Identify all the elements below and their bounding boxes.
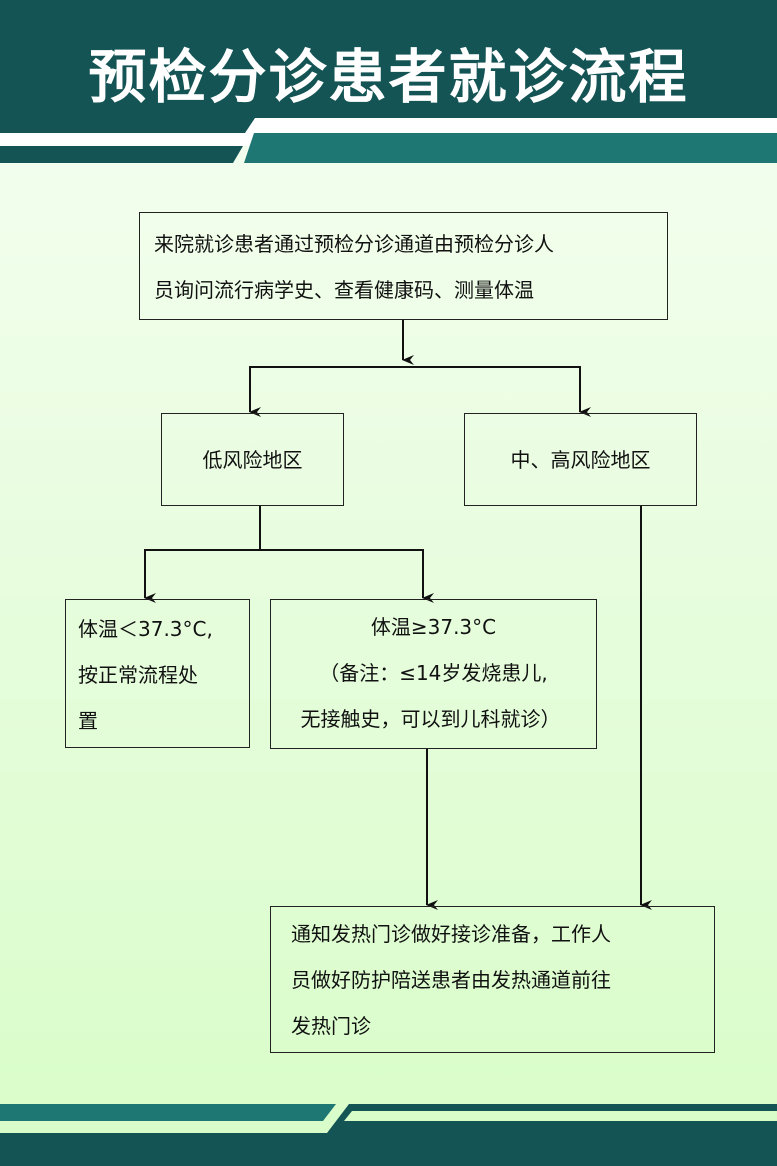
low-risk-label: 低风险地区: [202, 447, 303, 472]
intake-line: 员询问流行病学史、查看健康码、测量体温: [154, 278, 534, 302]
normal-temp-line: 置: [78, 709, 98, 733]
arrow-to-fever: [260, 549, 434, 603]
fever-box: 体温≥37.3°C （备注：≤14岁发烧患儿, 无接触史，可以到儿科就诊）: [270, 599, 597, 749]
normal-temp-line: 体温＜37.3°C,: [78, 617, 213, 641]
arrow-to-mid-high-risk: [403, 366, 591, 417]
low-risk-box: 低风险地区: [161, 413, 344, 506]
normal-temp-line: 按正常流程处: [78, 663, 198, 687]
mid-high-risk-label: 中、高风险地区: [510, 447, 651, 472]
fever-clinic-line: 员做好防护陪送患者由发热通道前往: [291, 968, 611, 992]
fever-line: 无接触史，可以到儿科就诊）: [300, 707, 561, 731]
fever-clinic-line: 通知发热门诊做好接诊准备，工作人: [291, 922, 611, 946]
fever-clinic-line: 发热门诊: [291, 1014, 371, 1038]
arrow-to-low-risk: [249, 366, 403, 417]
fever-line: （备注：≤14岁发烧患儿,: [319, 661, 548, 685]
intake-step-box: 来院就诊患者通过预检分诊通道由预检分诊人 员询问流行病学史、查看健康码、测量体温: [139, 212, 668, 320]
arrow-to-normal-temp: [144, 549, 260, 603]
mid-high-risk-box: 中、高风险地区: [464, 413, 697, 506]
page-title: 预检分诊患者就诊流程: [88, 43, 689, 111]
intake-line: 来院就诊患者通过预检分诊通道由预检分诊人: [154, 232, 554, 256]
normal-temp-box: 体温＜37.3°C, 按正常流程处 置: [65, 599, 250, 748]
fever-line: 体温≥37.3°C: [370, 615, 497, 639]
fever-clinic-box: 通知发热门诊做好接诊准备，工作人 员做好防护陪送患者由发热通道前往 发热门诊: [270, 906, 715, 1053]
